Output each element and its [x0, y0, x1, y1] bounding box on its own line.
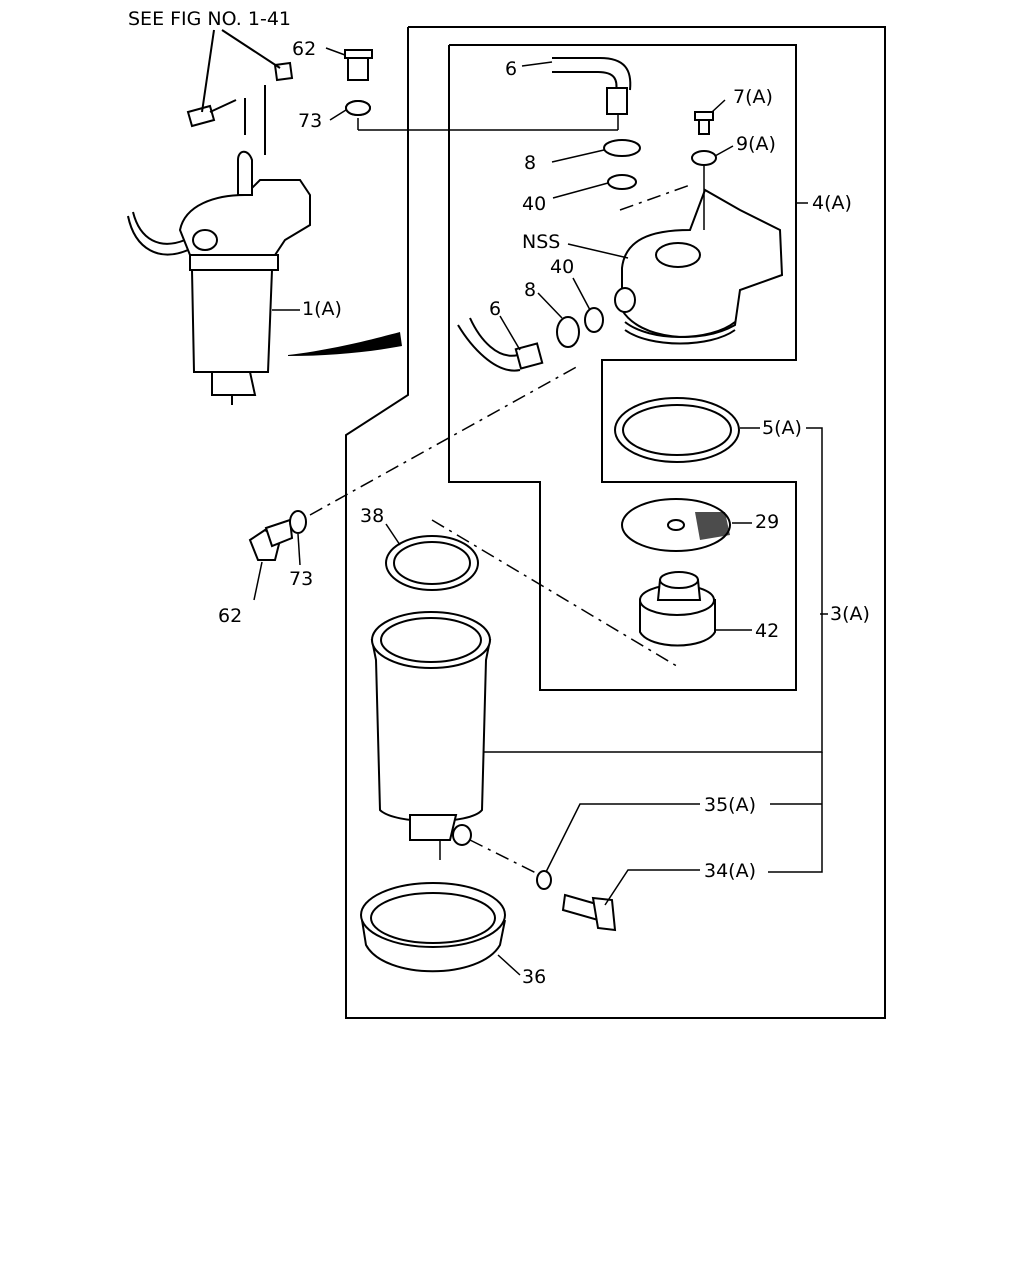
assembled-filter-1a — [127, 29, 619, 405]
callout-62-low: 62 — [218, 605, 243, 627]
callout-7a: 7(A) — [733, 86, 773, 108]
hose-6-top — [552, 57, 632, 115]
filter-head-4a — [614, 165, 784, 345]
bolt-7a — [694, 111, 714, 135]
washer-9a — [691, 150, 717, 166]
callout-1a: 1(A) — [302, 298, 342, 320]
callout-9a: 9(A) — [736, 133, 776, 155]
frame-assembly-4a — [448, 44, 797, 691]
reference-note: SEE FIG NO. 1-41 — [128, 8, 292, 30]
washer-73-low — [289, 510, 307, 534]
filter-bowl — [370, 611, 541, 876]
callout-8-mid: 8 — [524, 279, 537, 301]
callout-73-top: 73 — [298, 110, 323, 132]
washer-73-top — [345, 100, 371, 116]
frame-assembly-3a — [345, 26, 886, 1019]
callout-nss: NSS — [522, 231, 561, 253]
drain-plug-62 — [248, 518, 294, 561]
o-ring-38 — [385, 519, 681, 669]
callout-5a: 5(A) — [762, 417, 802, 439]
callout-4a: 4(A) — [812, 192, 852, 214]
filter-disc-29 — [621, 498, 731, 552]
leader-lines — [253, 47, 828, 976]
callout-42: 42 — [755, 620, 780, 642]
callout-62-top: 62 — [292, 38, 317, 60]
washer-8-mid — [556, 316, 580, 348]
callout-40-mid: 40 — [550, 256, 575, 278]
callout-3a: 3(A) — [830, 603, 870, 625]
callout-36: 36 — [522, 966, 547, 988]
ring-nut-36 — [360, 882, 506, 973]
callout-38: 38 — [360, 505, 385, 527]
washer-35a — [536, 870, 552, 890]
callout-6-mid: 6 — [489, 298, 502, 320]
callout-73-low: 73 — [289, 568, 314, 590]
callout-40-top: 40 — [522, 193, 547, 215]
element-42 — [639, 571, 716, 647]
callout-6-top: 6 — [505, 58, 518, 80]
washer-8-top — [603, 139, 641, 157]
o-ring-5a — [614, 397, 740, 463]
washer-40-mid — [584, 307, 604, 333]
hose-6-mid — [457, 317, 544, 372]
callout-29: 29 — [755, 511, 780, 533]
washer-40-top — [607, 174, 637, 190]
callout-8-top: 8 — [524, 152, 537, 174]
drain-cock-34a — [561, 893, 617, 932]
callout-34a: 34(A) — [704, 860, 756, 882]
callout-35a: 35(A) — [704, 794, 756, 816]
